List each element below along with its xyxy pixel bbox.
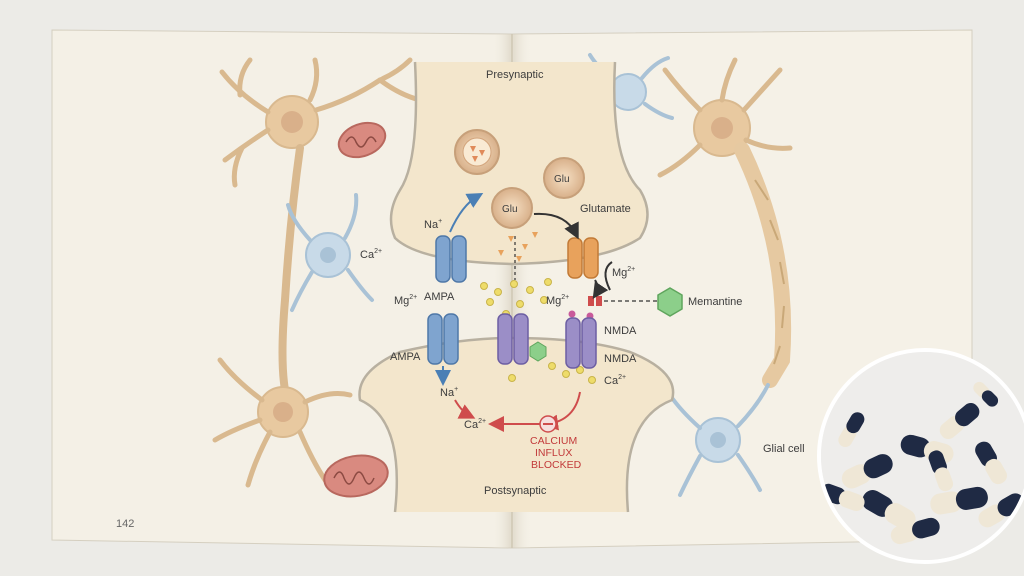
label-ca-bottom: Ca2+ — [464, 418, 486, 431]
mitochondrion-bottom — [323, 454, 389, 498]
label-ca-right: Ca2+ — [604, 374, 626, 387]
neuron-bottom-left — [212, 296, 353, 488]
myelinated-axon — [734, 142, 792, 388]
nmda-receptor-right — [565, 317, 597, 369]
label-na-top: Na+ — [424, 218, 442, 231]
page-number: 142 — [116, 518, 134, 530]
label-mg-left: Mg2+ — [394, 294, 417, 307]
synaptic-vesicles: Glu Glu — [454, 129, 585, 229]
label-nmda-top: NMDA — [604, 325, 637, 337]
blocked-line-3: BLOCKED — [531, 459, 582, 471]
label-ca-left-cell: Ca2+ — [360, 248, 382, 261]
label-ampa-top: AMPA — [424, 291, 455, 303]
neuron-top-left — [219, 57, 423, 304]
label-mg-right: Mg2+ — [546, 294, 569, 307]
orange-receptor — [567, 237, 599, 279]
neuron-right — [657, 57, 793, 178]
capsules — [821, 381, 1024, 545]
ampa-receptor-post — [427, 313, 459, 365]
blocked-line-1: CALCIUM — [530, 435, 577, 447]
label-glutamate: Glutamate — [580, 203, 631, 215]
label-glu-vesicle: Glu — [554, 174, 570, 185]
calcium-blocked-note: CALCIUM INFLUX BLOCKED — [530, 415, 582, 471]
label-na-bottom: Na+ — [440, 386, 458, 399]
capsule-inset — [817, 348, 1024, 564]
presynaptic-terminal: Presynaptic — [389, 61, 649, 266]
ion-labels: Na+ AMPA Mg2+ AMPA Na+ Ca2+ Ca2+ Mg2+ Mg… — [360, 218, 637, 431]
label-presynaptic: Presynaptic — [486, 69, 544, 81]
glutamate-particles — [498, 232, 538, 262]
label-glial-cell: Glial cell — [763, 443, 805, 455]
glial-cell-left — [286, 193, 374, 312]
nmda-receptor-center — [497, 313, 547, 365]
label-memantine: Memantine — [688, 296, 742, 308]
label-postsynaptic: Postsynaptic — [484, 485, 547, 497]
mitochondrion-top — [337, 121, 387, 159]
blocked-line-2: INFLUX — [535, 447, 572, 459]
ampa-receptor-pre — [435, 235, 467, 283]
label-nmda-bottom: NMDA — [604, 353, 637, 365]
glial-cell-bottom-right — [668, 383, 770, 497]
ion-dots — [480, 278, 596, 384]
label-ampa-bottom: AMPA — [390, 351, 421, 363]
label-mg-right-top: Mg2+ — [612, 266, 635, 279]
label-glu-release: Glu — [502, 204, 518, 215]
memantine-block: Memantine — [588, 287, 742, 317]
